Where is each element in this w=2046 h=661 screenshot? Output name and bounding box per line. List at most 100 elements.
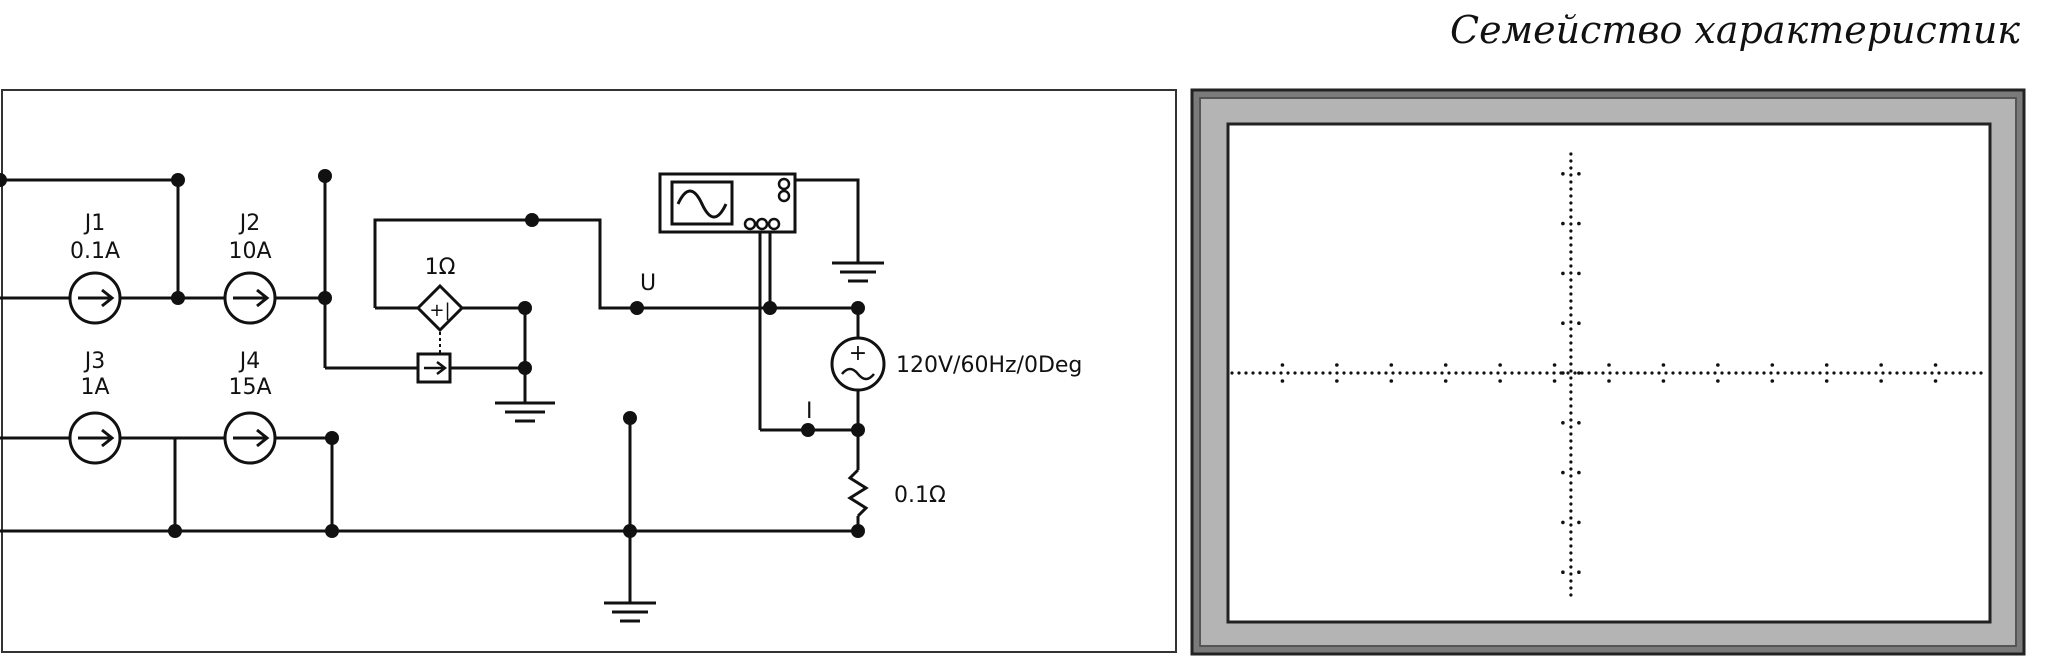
scope-grid-dot bbox=[1569, 586, 1573, 590]
current-sensor[interactable] bbox=[416, 332, 452, 384]
scope-grid-dot bbox=[1237, 371, 1241, 375]
scope-grid-dot bbox=[1265, 371, 1269, 375]
scope-grid-dot bbox=[1258, 371, 1262, 375]
scope-grid-dot bbox=[1902, 371, 1906, 375]
current-source-j1[interactable]: J1 0.1A bbox=[68, 211, 122, 325]
scope-grid-dot bbox=[1569, 593, 1573, 597]
scope-grid-dot bbox=[1561, 520, 1565, 525]
scope-grid-dot bbox=[1569, 292, 1573, 296]
scope-grid-dot bbox=[1770, 379, 1775, 383]
scope-grid-dot bbox=[1587, 371, 1591, 375]
scope-grid-dot bbox=[1569, 530, 1573, 534]
scope-grid-dot bbox=[1244, 371, 1248, 375]
scope-grid-dot bbox=[1569, 187, 1573, 191]
scope-grid-dot bbox=[1389, 379, 1394, 383]
scope-grid-dot bbox=[1569, 229, 1573, 233]
scope-grid-dot bbox=[1944, 371, 1948, 375]
scope-grid-dot bbox=[1797, 371, 1801, 375]
scope-grid-dot bbox=[1933, 379, 1938, 383]
scope-grid-dot bbox=[1685, 371, 1689, 375]
junction-dots bbox=[0, 169, 865, 538]
scope-grid-dot bbox=[1569, 313, 1573, 317]
scope-grid-dot bbox=[1569, 208, 1573, 212]
scope-grid-dot bbox=[1769, 371, 1773, 375]
scope-grid-dot bbox=[1569, 173, 1573, 177]
scope-grid-dot bbox=[1230, 371, 1234, 375]
scope-grid-dot bbox=[1321, 371, 1325, 375]
scope-grid-dot bbox=[1561, 421, 1565, 425]
scope-grid-dot bbox=[1853, 371, 1857, 375]
j4-value: 15A bbox=[228, 375, 271, 400]
scope-grid-dot bbox=[1706, 371, 1710, 375]
scope-grid-dot bbox=[1776, 371, 1780, 375]
scope-grid-dot bbox=[1426, 371, 1430, 375]
scope-grid-dot bbox=[1716, 379, 1720, 383]
scope-grid-dot bbox=[1498, 363, 1502, 367]
scope-grid-dot bbox=[1874, 371, 1878, 375]
scope-grid-dot bbox=[1615, 371, 1619, 375]
scope-grid-dot bbox=[1741, 371, 1745, 375]
circuit-border bbox=[1, 89, 1177, 653]
scope-grid-dot bbox=[1569, 271, 1573, 275]
scope-grid-dot bbox=[1664, 371, 1668, 375]
controlled-voltage-source[interactable]: +| 1Ω bbox=[415, 255, 465, 333]
ac-voltage-source[interactable]: + 120V/60Hz/0Deg bbox=[830, 336, 1082, 392]
current-source-j3[interactable]: J3 1A bbox=[68, 349, 122, 465]
scope-grid-dot bbox=[1755, 371, 1759, 375]
scope-grid-dot bbox=[1804, 371, 1808, 375]
scope-grid-dot bbox=[1569, 516, 1573, 520]
scope-grid-dot bbox=[1349, 371, 1353, 375]
scope-grid-dot bbox=[1860, 371, 1864, 375]
scope-grid-dot bbox=[1958, 371, 1962, 375]
scope-grid-dot bbox=[1419, 371, 1423, 375]
scope-grid-dot bbox=[1391, 371, 1395, 375]
scope-grid-dot bbox=[1569, 362, 1573, 366]
scope-grid-dot bbox=[1678, 371, 1682, 375]
scope-grid-dot bbox=[1293, 371, 1297, 375]
scope-grid-dot bbox=[1561, 271, 1565, 276]
scope-grid-dot bbox=[1671, 371, 1675, 375]
scope-grid-dot bbox=[1569, 537, 1573, 541]
current-source-j4[interactable]: J4 15A bbox=[223, 349, 277, 465]
scope-grid-dot bbox=[1398, 371, 1402, 375]
scope-grid-dot bbox=[1577, 470, 1581, 475]
current-source-j2[interactable]: J2 10A bbox=[223, 211, 277, 325]
scope-grid-dot bbox=[1569, 390, 1573, 394]
scope-grid-dot bbox=[1734, 371, 1738, 375]
scope-grid-dot bbox=[1937, 371, 1941, 375]
scope-grid-dot bbox=[1569, 502, 1573, 506]
scope-grid-dot bbox=[1569, 432, 1573, 436]
scope-grid-dot bbox=[1661, 363, 1666, 367]
scope-grid-dot bbox=[1569, 404, 1573, 408]
circuit-schematic: J1 0.1A J2 10A J3 1A J4 15A +| 1Ω U I + … bbox=[0, 89, 1177, 653]
scope-grid-dot bbox=[1699, 371, 1703, 375]
scope-grid-dot bbox=[1569, 285, 1573, 289]
scope-grid-dot bbox=[1811, 371, 1815, 375]
scope-grid-dot bbox=[1661, 379, 1666, 383]
scope-grid-dot bbox=[1569, 348, 1573, 352]
scope-grid-dot bbox=[1867, 371, 1871, 375]
scope-grid-dot bbox=[1951, 371, 1955, 375]
scope-grid-dot bbox=[1629, 371, 1633, 375]
ac-source-label: 120V/60Hz/0Deg bbox=[896, 353, 1082, 378]
scope-grid-dot bbox=[1561, 470, 1565, 475]
scope-grid-dot bbox=[1879, 379, 1883, 383]
resistor-label: 0.1Ω bbox=[894, 483, 946, 508]
scope-grid-dot bbox=[1569, 201, 1573, 205]
scope-grid-dot bbox=[1569, 299, 1573, 303]
scope-grid-dot bbox=[1377, 371, 1381, 375]
scope-grid-dot bbox=[1461, 371, 1465, 375]
scope-grid-dot bbox=[1569, 523, 1573, 527]
scope-grid-dot bbox=[1916, 371, 1920, 375]
j2-name: J2 bbox=[238, 211, 261, 236]
scope-grid-dot bbox=[1569, 355, 1573, 359]
scope-grid-dot bbox=[1569, 446, 1573, 450]
scope-grid-dot bbox=[1363, 371, 1367, 375]
scope-grid-dot bbox=[1279, 371, 1283, 375]
oscilloscope-icon[interactable] bbox=[658, 172, 797, 234]
scope-grid-dot bbox=[1569, 495, 1573, 499]
scope-grid-dot bbox=[1657, 371, 1661, 375]
scope-grid-dot bbox=[1412, 371, 1416, 375]
oscilloscope-screen bbox=[1190, 88, 2026, 656]
scope-grid-dot bbox=[1569, 320, 1573, 324]
